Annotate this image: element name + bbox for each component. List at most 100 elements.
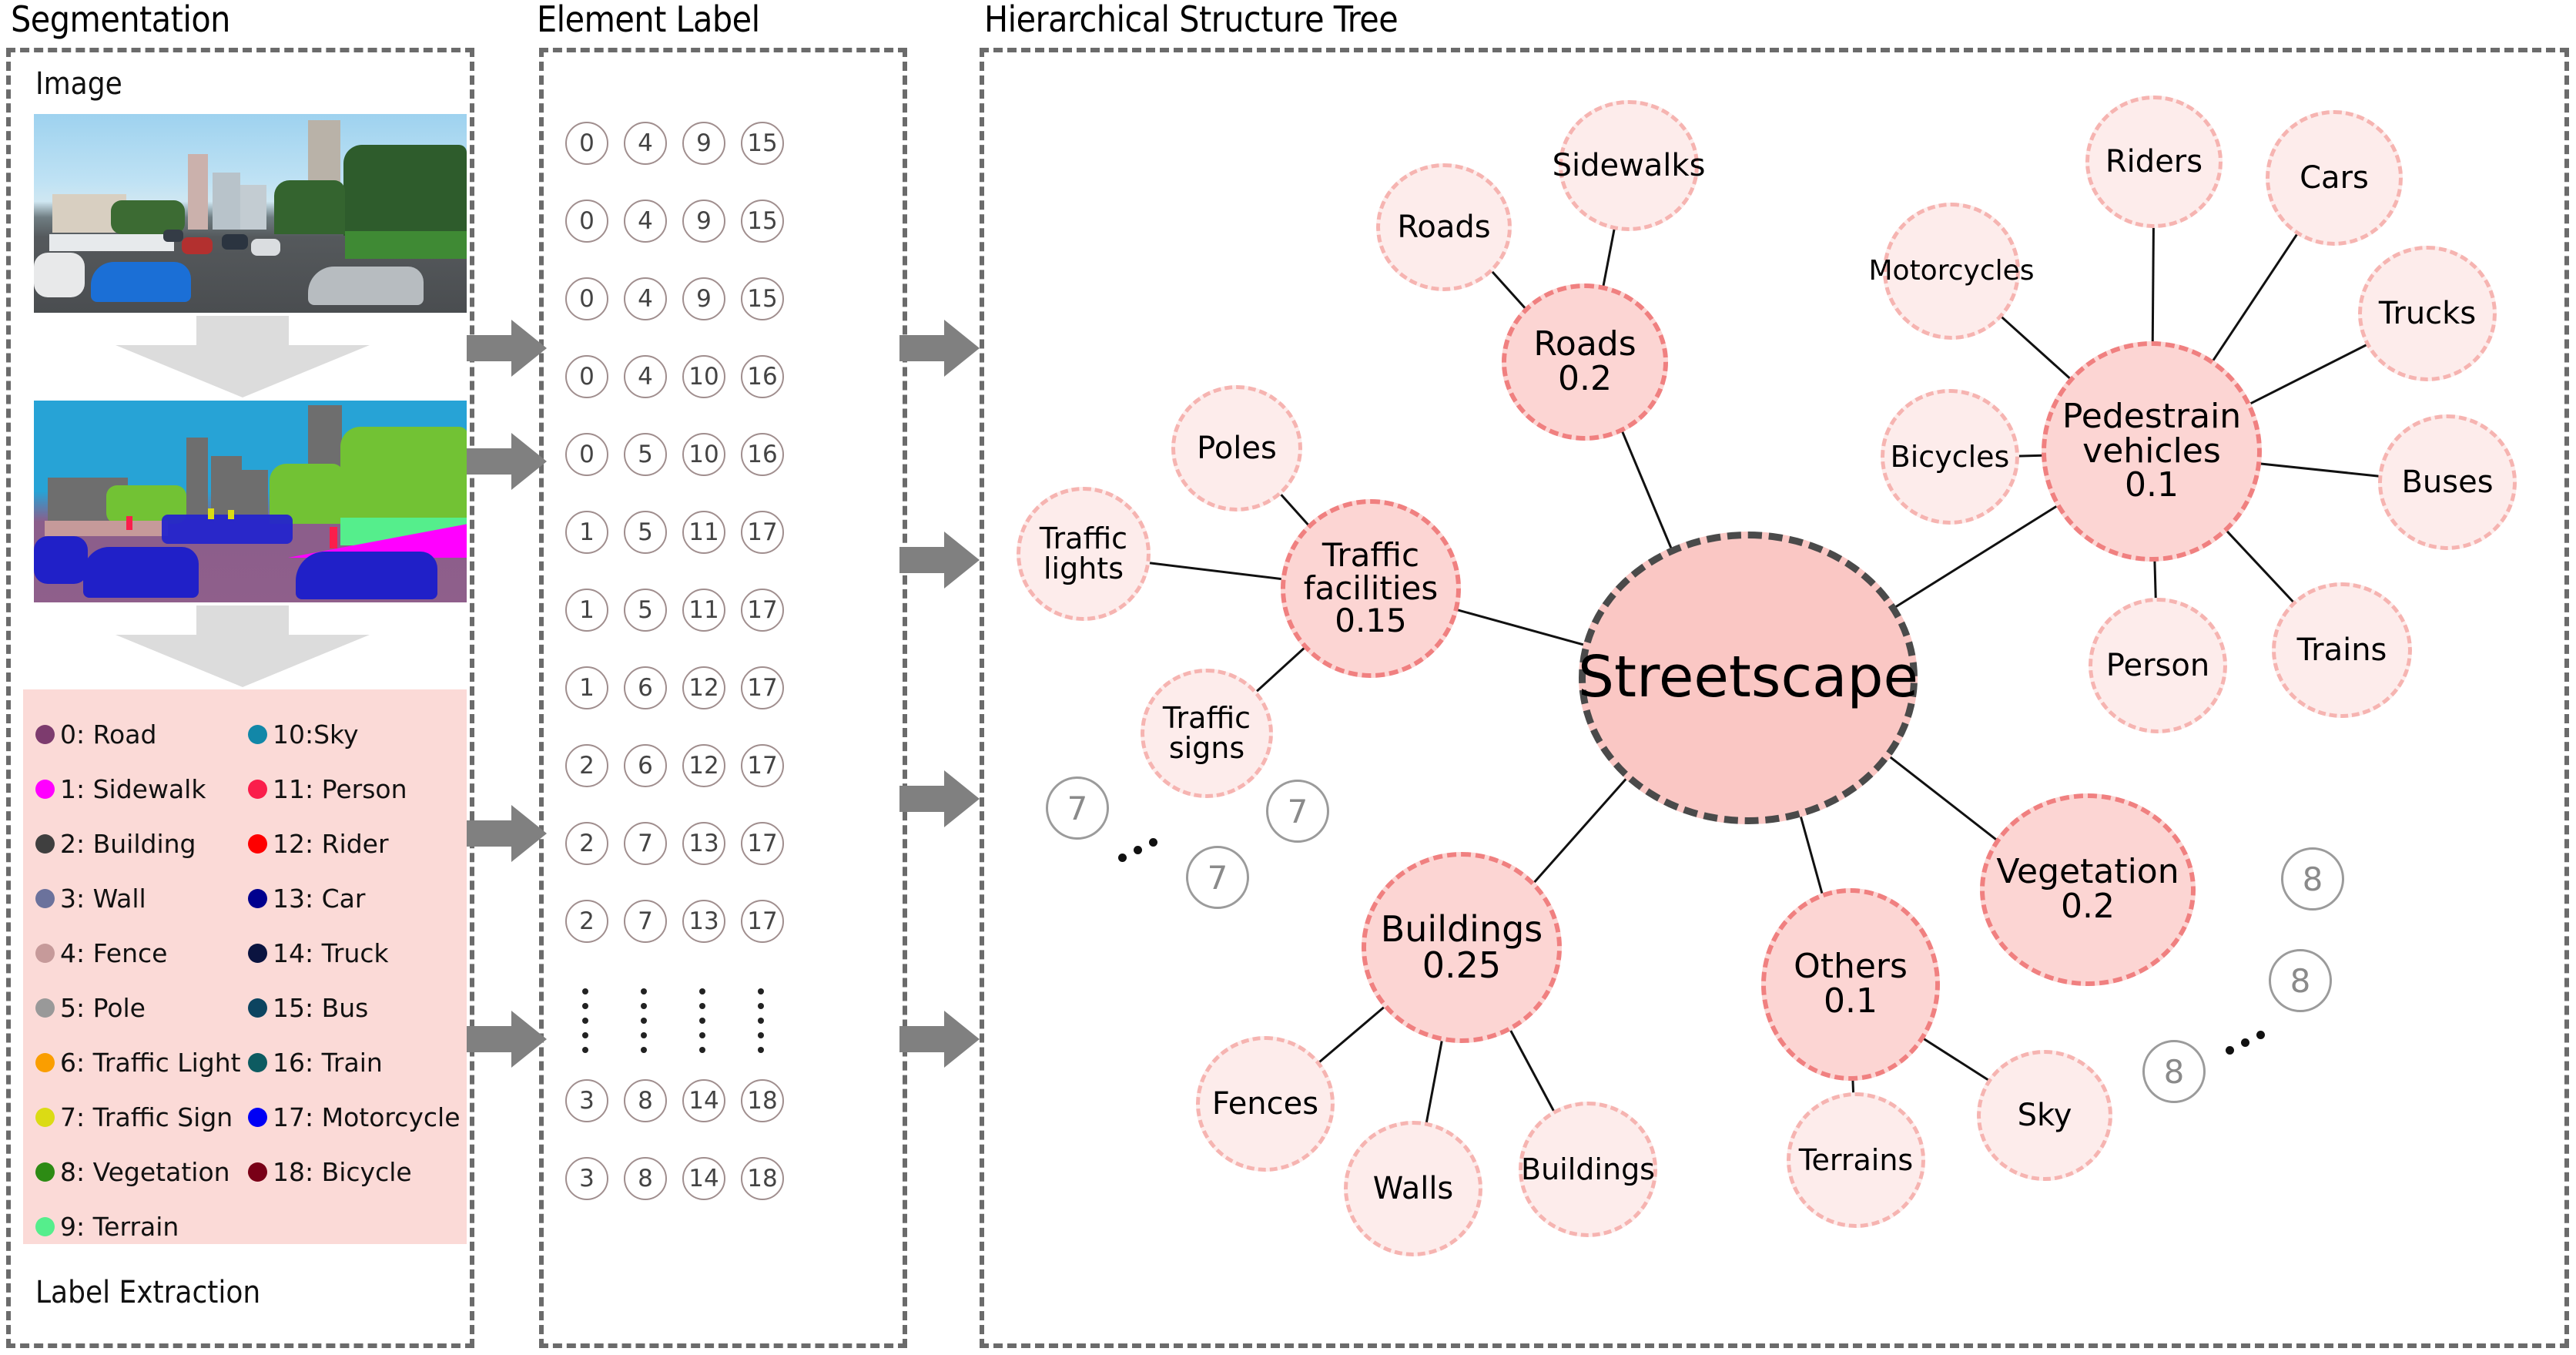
arrow-down-to-segmap xyxy=(116,316,370,397)
badge-seven-a-label: 7 xyxy=(1067,789,1088,827)
label-legend-panel xyxy=(23,689,467,1244)
tree-edge xyxy=(1454,608,1590,648)
element-label-cell: 17 xyxy=(741,900,784,943)
legend-color-dot xyxy=(35,1162,55,1182)
street-photo xyxy=(34,114,467,313)
element-label-cell: 9 xyxy=(682,200,725,243)
legend-label: 14: Truck xyxy=(273,938,389,968)
tree-leaf-buses[interactable]: Buses xyxy=(2378,414,2517,550)
element-label-cell: 17 xyxy=(741,822,784,865)
arrow-seg-to-label-2 xyxy=(467,433,547,490)
tree-leaf-poles[interactable]: Poles xyxy=(1171,385,1302,511)
legend-color-dot xyxy=(35,944,55,963)
element-label-ellipsis xyxy=(758,988,764,1053)
tree-category-vegetation[interactable]: Vegetation 0.2 xyxy=(1980,793,2196,986)
tree-edge xyxy=(1798,811,1824,898)
arrow-label-to-tree-2 xyxy=(899,532,980,589)
element-label-cell: 1 xyxy=(565,589,608,632)
roads-child-roads-label: Roads xyxy=(1397,209,1491,245)
terrains-label: Terrains xyxy=(1798,1142,1914,1177)
label-extraction-sublabel: Label Extraction xyxy=(35,1275,261,1310)
segmentation-mask-image xyxy=(34,401,467,602)
tree-leaf-person[interactable]: Person xyxy=(2089,598,2227,733)
badge-eight-c-label: 8 xyxy=(2163,1052,2185,1091)
legend-color-dot xyxy=(35,780,55,799)
tree-leaf-buildings-child[interactable]: Buildings xyxy=(1519,1102,1657,1237)
ellipsis-seven xyxy=(1118,832,1172,866)
element-label-cell: 10 xyxy=(682,355,725,398)
tree-leaf-sidewalks[interactable]: Sidewalks xyxy=(1553,100,1705,231)
element-label-cell: 17 xyxy=(741,511,784,554)
tree-leaf-terrains[interactable]: Terrains xyxy=(1787,1092,1925,1228)
element-label-cell: 4 xyxy=(624,277,667,320)
legend-color-dot xyxy=(35,889,55,908)
badge-eight-a-label: 8 xyxy=(2302,860,2323,898)
tree-edge xyxy=(1147,562,1285,581)
tree-leaf-sky[interactable]: Sky xyxy=(1977,1050,2112,1181)
tree-edge xyxy=(1316,1005,1388,1065)
tree-leaf-riders[interactable]: Riders xyxy=(2085,96,2223,228)
arrow-label-to-tree-1 xyxy=(899,320,980,377)
traffic-lights-label-line1: Traffic xyxy=(1039,522,1128,556)
legend-color-dot xyxy=(248,725,267,744)
traffic-weight: 0.15 xyxy=(1335,602,1407,640)
tree-edge xyxy=(2246,342,2369,407)
tree-category-traffic-facilities[interactable]: Traffic facilities 0.15 xyxy=(1281,499,1461,678)
element-label-cell: 17 xyxy=(741,589,784,632)
vegetation-label: Vegetation xyxy=(1996,852,2179,892)
legend-label: 8: Vegetation xyxy=(60,1157,230,1187)
tree-leaf-motorcycles[interactable]: Motorcycles xyxy=(1868,203,2035,340)
legend-color-dot xyxy=(248,1108,267,1127)
element-label-cell: 3 xyxy=(565,1079,608,1122)
tree-category-others[interactable]: Others 0.1 xyxy=(1761,888,1940,1081)
tree-leaf-roads[interactable]: Roads xyxy=(1376,163,1512,291)
element-label-cell: 1 xyxy=(565,511,608,554)
badge-seven-b: 7 xyxy=(1186,846,1249,909)
tree-leaf-walls[interactable]: Walls xyxy=(1344,1121,1482,1256)
tree-leaf-trains[interactable]: Trains xyxy=(2272,582,2412,718)
badge-seven-b-label: 7 xyxy=(1207,858,1228,897)
tree-edge xyxy=(1885,752,2001,843)
legend-color-dot xyxy=(248,1053,267,1072)
legend-label: 12: Rider xyxy=(273,829,389,859)
tree-edge xyxy=(1999,315,2074,383)
legend-item-2: 2: Building xyxy=(35,817,251,871)
element-label-cell: 11 xyxy=(682,589,725,632)
legend-label: 0: Road xyxy=(60,719,157,750)
legend-color-dot xyxy=(35,998,55,1018)
legend-item-11: 11: Person xyxy=(248,762,456,817)
tree-leaf-traffic-lights[interactable]: Traffic lights xyxy=(1017,487,1151,621)
tree-root-streetscape[interactable]: Streetscape xyxy=(1578,532,1918,824)
badge-eight-b-label: 8 xyxy=(2290,961,2311,1000)
legend-color-dot xyxy=(35,1108,55,1127)
tree-category-roads[interactable]: Roads 0.2 xyxy=(1502,283,1668,441)
arrow-seg-to-label-4 xyxy=(467,1011,547,1068)
person-label: Person xyxy=(2105,647,2210,683)
element-label-cell: 13 xyxy=(682,900,725,943)
traffic-label-line2: facilities xyxy=(1303,568,1439,607)
others-label: Others xyxy=(1794,947,1908,987)
legend-item-10: 10:Sky xyxy=(248,707,456,762)
element-label-cell: 2 xyxy=(565,822,608,865)
pedestrian-weight: 0.1 xyxy=(2125,465,2179,505)
element-label-cell: 8 xyxy=(624,1157,667,1200)
others-weight: 0.1 xyxy=(1824,981,1878,1021)
tree-leaf-trucks[interactable]: Trucks xyxy=(2358,246,2497,381)
element-label-ellipsis xyxy=(699,988,705,1053)
element-label-cell: 12 xyxy=(682,666,725,709)
element-label-cell: 9 xyxy=(682,122,725,165)
element-label-cell: 15 xyxy=(741,200,784,243)
tree-edge xyxy=(1620,429,1675,555)
tree-leaf-cars[interactable]: Cars xyxy=(2266,110,2403,246)
tree-category-pedestrian-vehicles[interactable]: Pedestrain vehicles 0.1 xyxy=(2042,341,2262,562)
element-label-cell: 7 xyxy=(624,822,667,865)
element-label-ellipsis xyxy=(582,988,588,1053)
legend-item-3: 3: Wall xyxy=(35,871,251,926)
segmentation-panel xyxy=(6,48,474,1348)
legend-item-14: 14: Truck xyxy=(248,926,456,981)
tree-category-buildings[interactable]: Buildings 0.25 xyxy=(1362,852,1562,1043)
tree-leaf-traffic-signs[interactable]: Traffic signs xyxy=(1141,669,1273,798)
tree-leaf-bicycles[interactable]: Bicycles xyxy=(1881,389,2019,525)
tree-leaf-fences[interactable]: Fences xyxy=(1196,1036,1335,1172)
